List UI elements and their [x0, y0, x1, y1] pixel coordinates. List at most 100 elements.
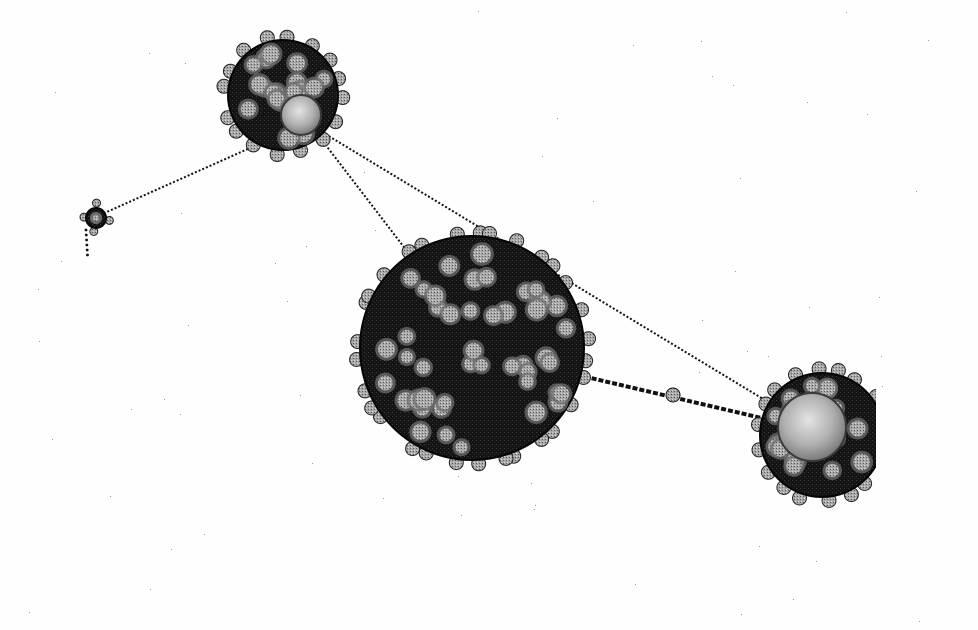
cluster-central [349, 225, 596, 472]
scan-speck [807, 102, 808, 103]
cluster-member-node [527, 300, 546, 319]
cluster-member-node [251, 76, 268, 93]
scan-speck [701, 41, 702, 42]
scan-speck [150, 589, 151, 590]
cluster-member-node [825, 463, 839, 478]
scan-speck [180, 414, 181, 415]
cluster-right [751, 361, 893, 508]
cluster-member-node [403, 271, 418, 286]
scan-speck [149, 53, 150, 54]
scan-speck [312, 463, 313, 464]
scan-speck [593, 201, 594, 202]
scan-speck [164, 399, 165, 400]
scan-speck [882, 386, 883, 387]
scan-speck [881, 356, 882, 357]
scan-speck [741, 614, 742, 615]
scan-speck [364, 172, 365, 173]
scan-speck [375, 230, 376, 231]
cluster-member-node [400, 330, 414, 343]
cluster-member-node [465, 342, 482, 359]
cluster-member-node [558, 321, 574, 336]
cluster-member-node [289, 55, 305, 71]
scan-speck [185, 63, 186, 64]
cluster-small-left [79, 198, 114, 257]
scan-speck [879, 297, 880, 298]
cluster-member-node [306, 79, 322, 96]
cluster-member-node [240, 101, 256, 117]
tail-dot [86, 253, 89, 257]
scan-speck [809, 307, 810, 308]
cluster-member-node [246, 58, 261, 72]
scan-speck [557, 118, 558, 119]
cluster-member-node [412, 423, 429, 440]
scan-speck [181, 213, 182, 214]
scan-speck [740, 178, 741, 179]
links-layer [99, 131, 779, 422]
cluster-member-node [426, 287, 444, 305]
scan-speck [287, 301, 288, 302]
scan-speck [204, 534, 205, 535]
cluster-member-node [455, 441, 468, 454]
cluster-rim-node [879, 440, 893, 454]
scan-speck [171, 549, 172, 550]
scan-speck [306, 246, 307, 247]
scan-speck [928, 40, 929, 41]
scan-speck [768, 356, 769, 357]
link-cluster-small-left-to-cluster-upper [99, 147, 251, 216]
scan-speck [275, 263, 276, 264]
tail-dot [85, 248, 89, 252]
scan-speck [300, 395, 301, 396]
scan-speck [816, 561, 817, 562]
scan-speck [61, 261, 62, 262]
cluster-member-node [548, 297, 565, 315]
cluster-rim-node [878, 406, 892, 420]
scan-speck [534, 509, 535, 510]
scan-speck [458, 476, 459, 477]
link-bead-node [665, 387, 681, 403]
scan-speck [39, 341, 40, 342]
cluster-member-node [415, 390, 434, 409]
scan-speck [633, 45, 634, 46]
cluster-member-node [473, 245, 491, 263]
cluster-member-node [442, 306, 459, 323]
scan-speck [846, 12, 847, 13]
tail-dot [85, 243, 89, 247]
cluster-upper [216, 29, 351, 163]
cluster-member-node [527, 403, 545, 421]
cluster-member-node [819, 380, 836, 397]
scan-speck [916, 191, 917, 192]
cluster-member-node [269, 91, 285, 107]
tail-dot [85, 238, 88, 242]
cluster-hub-node [777, 392, 847, 462]
scan-speck [52, 439, 53, 440]
cluster-member-node [439, 428, 453, 442]
cluster-member-node [486, 308, 501, 324]
scan-speck [531, 483, 532, 484]
cluster-member-node [93, 215, 99, 221]
cluster-member-node [849, 420, 866, 437]
cluster-member-node [805, 379, 819, 392]
cluster-member-node [441, 257, 458, 274]
scan-speck [110, 496, 111, 497]
scan-speck [188, 325, 189, 326]
cluster-member-node [463, 304, 478, 318]
link-cluster-upper-to-cluster-central [317, 134, 411, 256]
cluster-member-node [505, 359, 519, 374]
scan-speck [535, 505, 536, 506]
scan-speck [478, 11, 479, 12]
scan-speck [635, 584, 636, 585]
tail-dot [84, 228, 88, 232]
scan-speck [867, 114, 868, 115]
scan-speck [542, 156, 543, 157]
cluster-member-node [400, 351, 413, 363]
scan-speck [735, 271, 736, 272]
cluster-member-node [378, 340, 395, 358]
cluster-member-node [479, 269, 494, 285]
clusters-layer [79, 29, 893, 508]
cluster-member-node [786, 458, 802, 474]
cluster-member-node [378, 375, 393, 391]
scan-speck [55, 92, 56, 93]
scan-speck [428, 195, 429, 196]
